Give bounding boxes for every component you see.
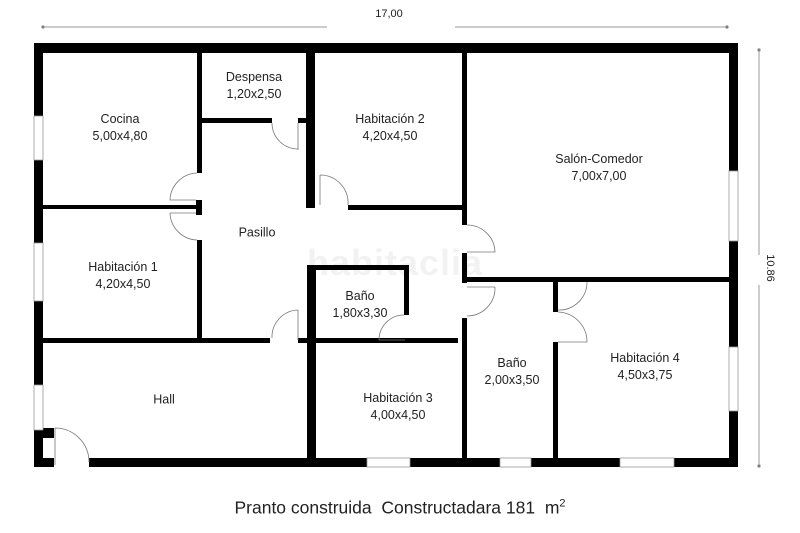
room-name: Salón-Comedor (555, 152, 643, 166)
room-size: 4,20x4,50 (95, 277, 151, 291)
room-name: Hall (153, 392, 175, 407)
area-unit-superscript: 2 (559, 497, 566, 510)
room-cocina: Cocina 5,00x4,80 (93, 111, 148, 145)
room-name: Habitación 3 (363, 391, 433, 405)
room-habitacion-2: Habitación 2 4,20x4,50 (355, 111, 425, 145)
room-name: Habitación 4 (610, 351, 680, 365)
room-size: 4,20x4,50 (362, 129, 418, 143)
room-size: 2,00x3,50 (484, 373, 540, 387)
room-size: 7,00x7,00 (571, 169, 627, 183)
room-name: Habitación 2 (355, 112, 425, 126)
room-hall: Hall (153, 392, 175, 409)
room-salon-comedor: Salón-Comedor 7,00x7,00 (555, 151, 643, 185)
room-name: Baño (345, 289, 375, 303)
height-dimension-label: 10.86 (764, 254, 776, 282)
room-name: Pasillo (238, 225, 276, 240)
room-pasillo: Pasillo (239, 225, 276, 242)
windows (33, 115, 739, 468)
room-size: 4,50x3,75 (617, 368, 673, 382)
room-bano-2: Baño 2,00x3,50 (485, 355, 540, 389)
room-name: Cocina (100, 112, 140, 126)
room-name: Despensa (225, 70, 283, 84)
room-name: Baño (497, 356, 527, 370)
room-size: 1,20x2,50 (226, 87, 282, 101)
room-size: 5,00x4,80 (92, 129, 148, 143)
room-despensa: Despensa 1,20x2,50 (226, 69, 282, 103)
built-area-caption: Pranto construida Constructadara 181 m2 (234, 498, 565, 519)
room-habitacion-3: Habitación 3 4,00x4,50 (363, 390, 433, 424)
dimension-lines (41, 25, 761, 468)
room-bano-1: Baño 1,80x3,30 (333, 288, 388, 322)
room-name: Habitación 1 (88, 260, 158, 274)
width-dimension-label: 17,00 (375, 8, 403, 20)
caption-text: Pranto construida Constructadara 181 (234, 497, 536, 518)
interior-walls (43, 50, 733, 460)
room-habitacion-4: Habitación 4 4,50x3,75 (610, 350, 680, 384)
area-unit: m (544, 497, 560, 518)
doors (54, 122, 588, 465)
room-size: 1,80x3,30 (332, 306, 388, 320)
room-habitacion-1: Habitación 1 4,20x4,50 (88, 259, 158, 293)
room-size: 4,00x4,50 (370, 408, 426, 422)
